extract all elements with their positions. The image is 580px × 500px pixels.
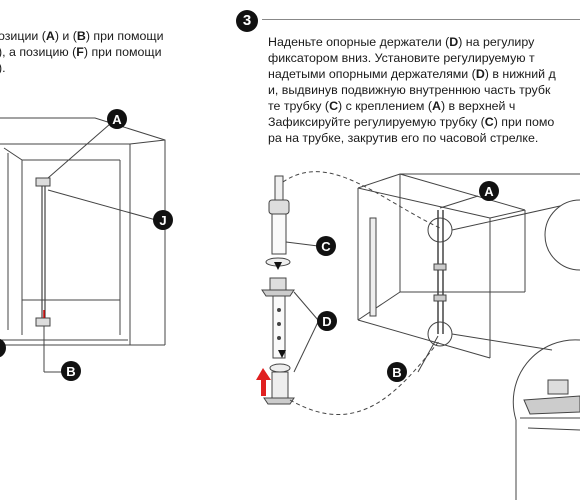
label-c: C [316, 236, 336, 256]
label-j: J [153, 210, 173, 230]
right-instruction-text: Наденьте опорные держатели (D) на регули… [268, 34, 556, 146]
right-line-2: фиксатором вниз. Установите регулируемую… [268, 51, 535, 65]
svg-text:B: B [66, 364, 75, 379]
left-line-2: ), а позицию (F) при помощи [0, 45, 162, 59]
left-line-1: озиции (A) и (B) при помощи [0, 29, 164, 43]
right-cabinet-drawing [357, 173, 580, 500]
label-b-right: B [387, 362, 407, 382]
svg-text:D: D [322, 314, 331, 329]
label-partial-left [0, 338, 6, 358]
svg-text:B: B [392, 365, 401, 380]
svg-text:A: A [484, 184, 494, 199]
svg-text:C: C [321, 239, 331, 254]
label-b-left: B [61, 361, 81, 381]
left-instruction-text: озиции (A) и (B) при помощи ), а позицию… [0, 28, 164, 76]
svg-text:A: A [112, 112, 122, 127]
label-a-right: A [479, 181, 499, 201]
step-number-badge: 3 [236, 10, 258, 32]
right-line-1: Наденьте опорные держатели (D) на регули… [268, 35, 535, 49]
left-line-3: ). [0, 61, 6, 75]
svg-text:J: J [159, 213, 166, 228]
right-line-4: и, выдвинув подвижную внутреннюю часть т… [268, 83, 551, 97]
left-cabinet-drawing [0, 117, 166, 373]
right-line-5: те трубку (C) с креплением (A) в верхней… [268, 99, 516, 113]
red-up-arrow-icon [256, 368, 271, 396]
small-arrowhead-icon [274, 262, 286, 358]
right-line-6: Зафиксируйте регулируемую трубку (C) при… [268, 115, 555, 129]
right-line-3: надетыми опорными держателями (D) в нижн… [268, 67, 556, 81]
label-d: D [317, 311, 337, 331]
right-line-7: ра на трубке, закрутив его по часовой ст… [268, 131, 539, 145]
adjustable-tube-drawing [261, 171, 441, 416]
step-divider-line [262, 19, 580, 20]
label-a-left: A [107, 109, 127, 129]
